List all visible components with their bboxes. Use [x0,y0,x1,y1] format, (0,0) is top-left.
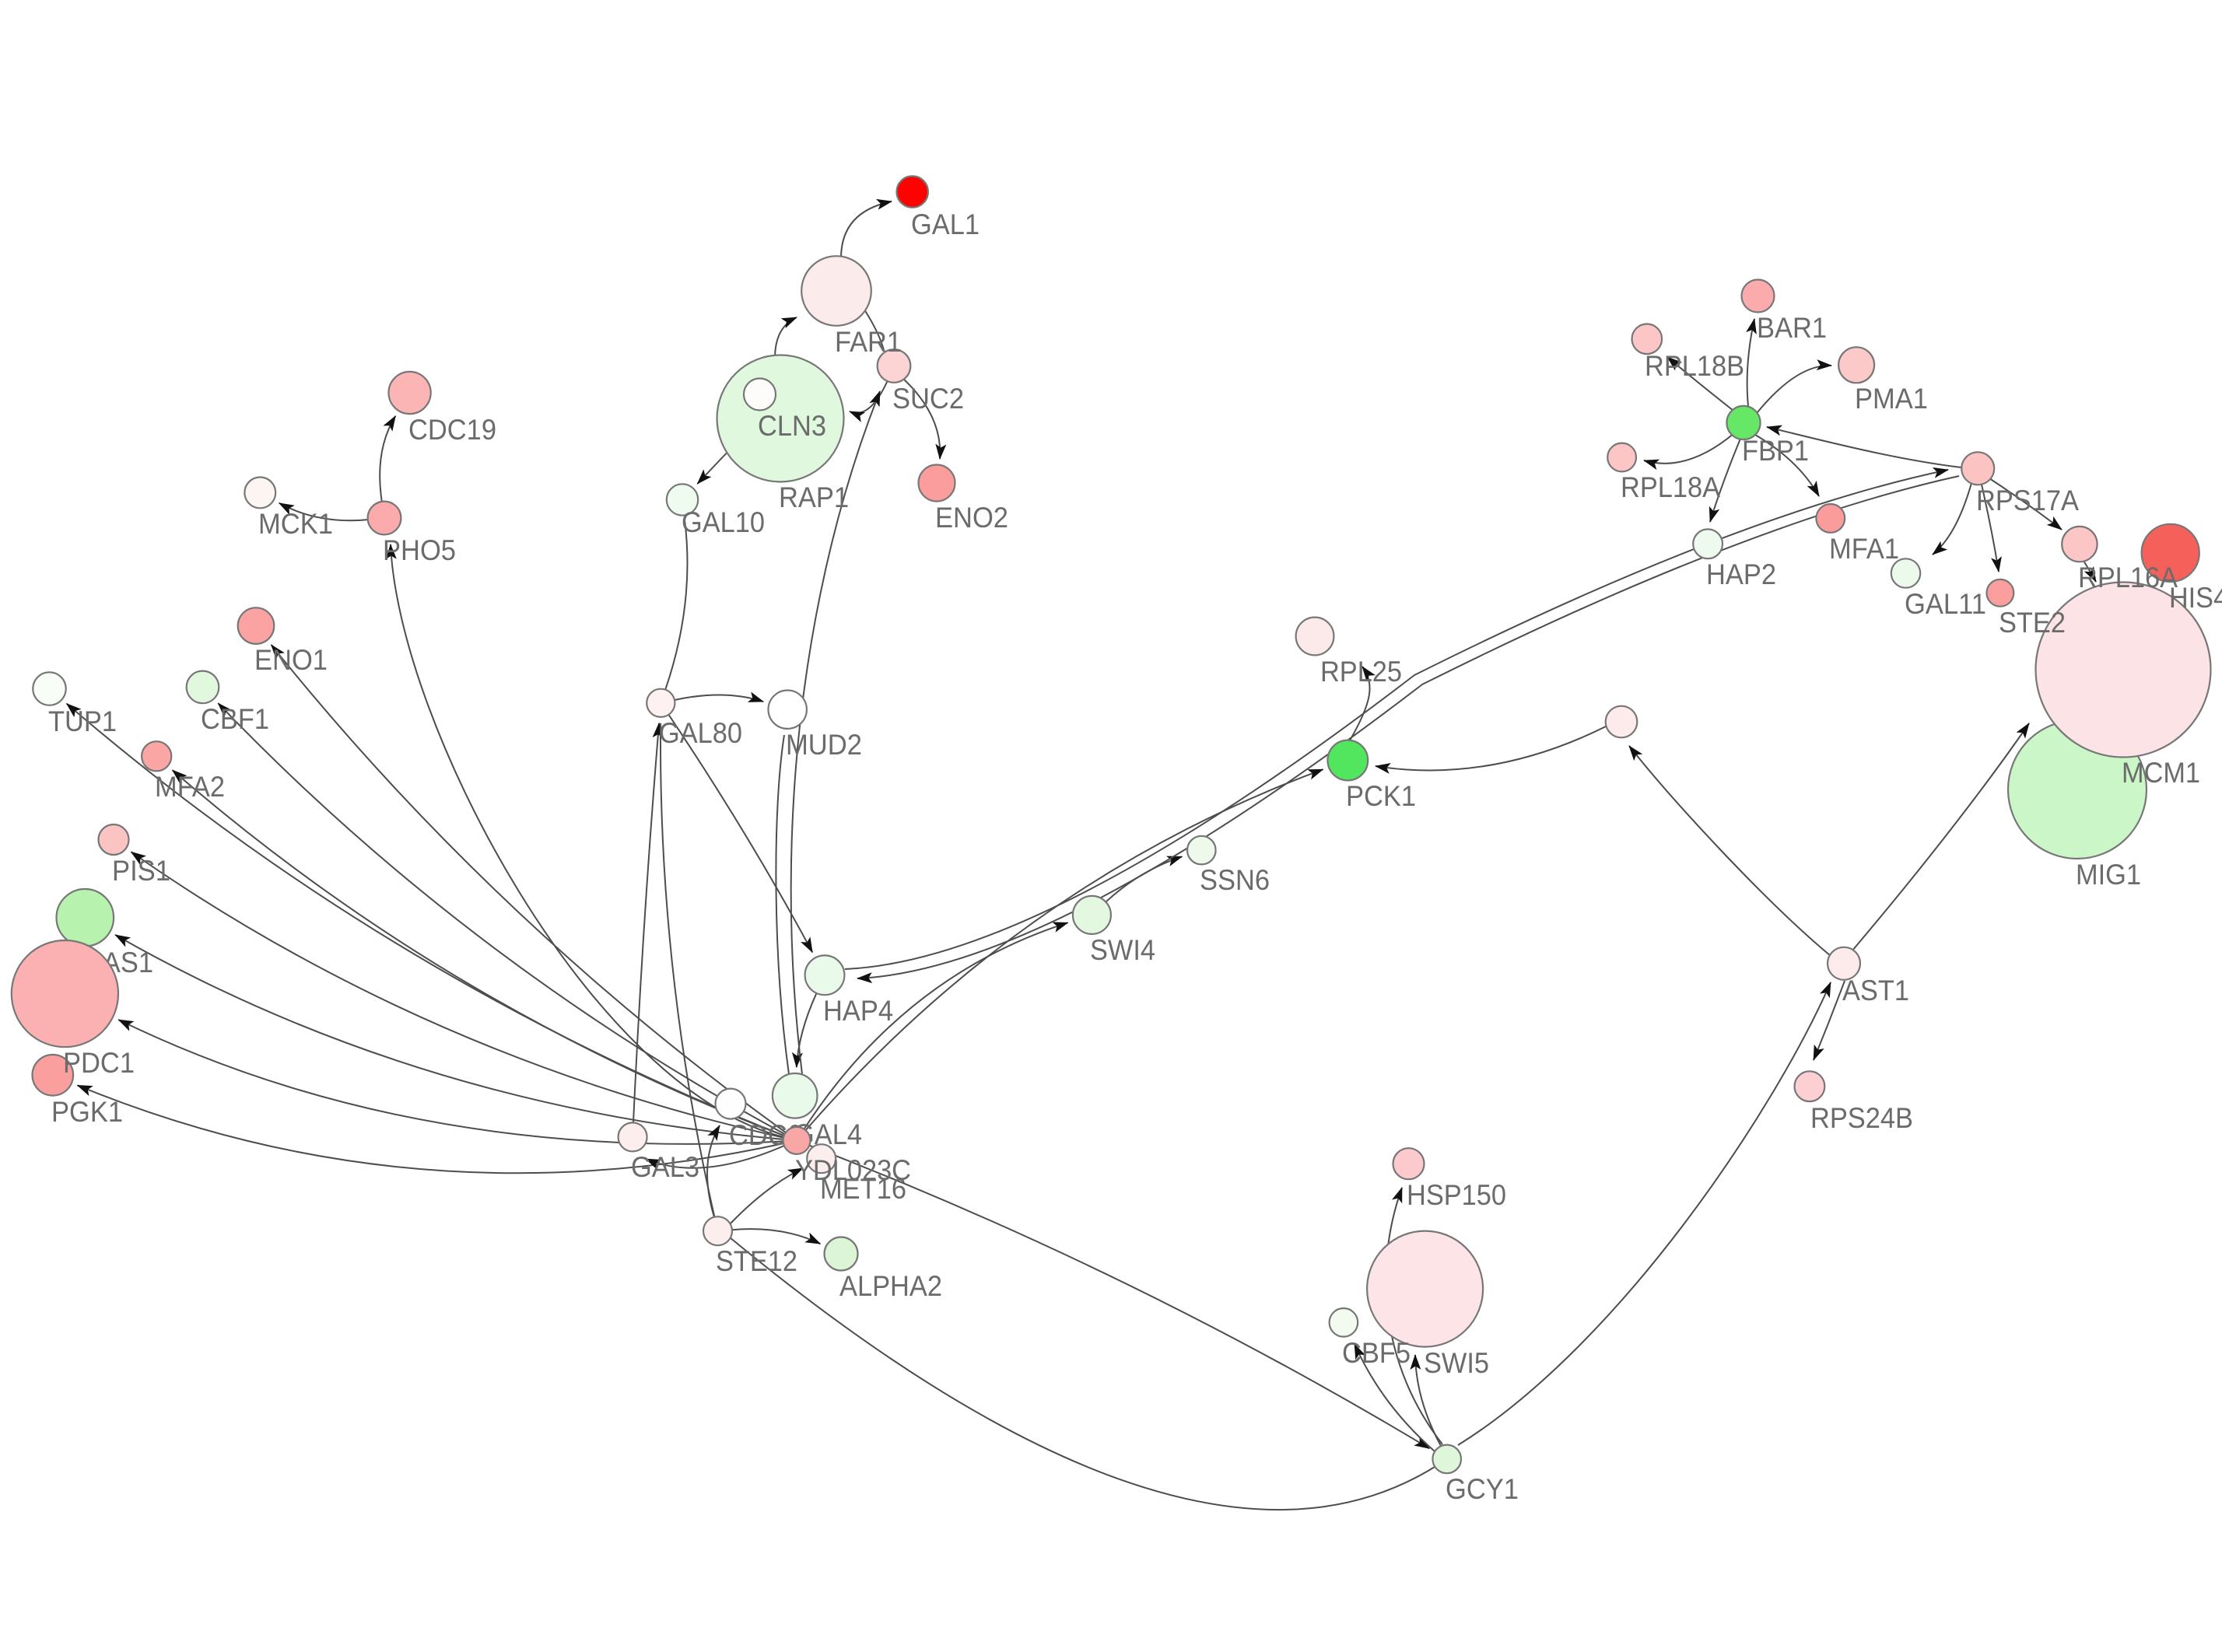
svg-text:HSP150: HSP150 [1407,1179,1506,1211]
svg-text:STE12: STE12 [716,1245,797,1277]
svg-text:GAL1: GAL1 [911,208,980,240]
svg-text:AST1: AST1 [1842,975,1909,1006]
svg-text:MUD2: MUD2 [786,729,862,761]
svg-text:PDC1: PDC1 [63,1047,135,1079]
svg-text:HIS4: HIS4 [2169,582,2222,614]
svg-text:CBF1: CBF1 [201,703,269,735]
svg-text:ENO1: ENO1 [254,644,328,676]
svg-text:PGK1: PGK1 [51,1096,123,1128]
svg-text:FBP1: FBP1 [1742,435,1809,467]
svg-text:ENO2: ENO2 [935,502,1008,534]
svg-text:CBF5: CBF5 [1342,1337,1411,1369]
svg-text:SWI5: SWI5 [1424,1347,1489,1379]
svg-text:CDC19: CDC19 [408,414,496,446]
svg-text:STE2: STE2 [1999,607,2066,639]
svg-text:RPS24B: RPS24B [1810,1102,1913,1134]
svg-text:MCK1: MCK1 [258,508,333,540]
svg-text:TUP1: TUP1 [48,705,117,737]
svg-text:MFA1: MFA1 [1829,533,1899,565]
svg-text:GAL11: GAL11 [1905,588,1986,620]
svg-text:SSN6: SSN6 [1200,864,1270,896]
svg-text:RPL18B: RPL18B [1645,350,1744,382]
svg-text:SUC2: SUC2 [892,383,964,415]
svg-text:PMA1: PMA1 [1855,383,1928,415]
svg-text:CLN3: CLN3 [758,410,826,442]
svg-text:RPL25: RPL25 [1320,656,1402,688]
svg-text:SWI4: SWI4 [1090,934,1155,966]
svg-text:GAL80: GAL80 [659,717,742,749]
svg-text:RPL16A: RPL16A [2078,562,2178,593]
svg-text:GAL3: GAL3 [631,1151,699,1183]
svg-text:MET16: MET16 [820,1173,906,1205]
svg-text:PCK1: PCK1 [1346,780,1416,812]
svg-text:HAP2: HAP2 [1706,558,1776,590]
svg-text:MIG1: MIG1 [2076,859,2141,891]
svg-text:YDL023C: YDL023C [795,1154,911,1186]
svg-text:GCY1: GCY1 [1446,1473,1519,1505]
svg-text:MCM1: MCM1 [2122,757,2200,789]
svg-text:ALPHA2: ALPHA2 [839,1270,942,1302]
svg-text:RPS17A: RPS17A [1976,485,2079,516]
svg-text:PHO5: PHO5 [383,534,456,566]
svg-text:RAP1: RAP1 [779,481,849,513]
svg-text:FAR1: FAR1 [835,326,902,358]
svg-text:PIS1: PIS1 [112,855,170,887]
svg-text:RPL18A: RPL18A [1621,471,1720,503]
svg-text:BAR1: BAR1 [1757,312,1827,344]
svg-text:GAL10: GAL10 [682,506,765,538]
svg-text:MFA2: MFA2 [155,771,225,803]
svg-text:HAP4: HAP4 [823,995,893,1027]
